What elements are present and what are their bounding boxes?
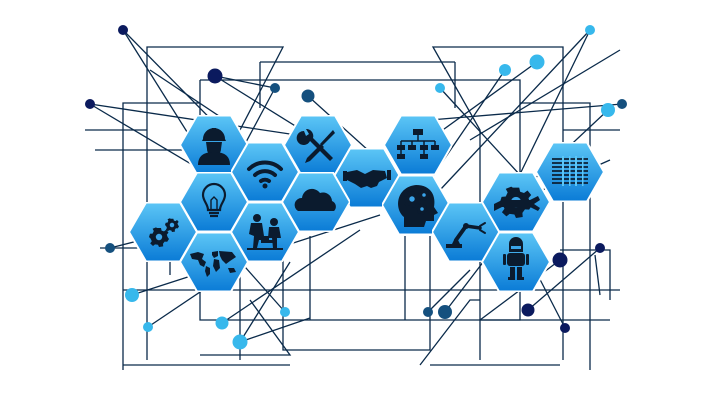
- head-gears-icon: [398, 185, 438, 227]
- node: [585, 25, 595, 35]
- node: [105, 243, 115, 253]
- node: [423, 307, 433, 317]
- node: [301, 89, 315, 103]
- hex-tile-handshake: [333, 148, 401, 208]
- hex-tile-gear-wrench: [482, 172, 550, 232]
- world-map-icon: [190, 251, 236, 277]
- wifi-icon: [247, 160, 283, 189]
- node: [438, 305, 452, 319]
- binary-code-icon: [552, 156, 588, 186]
- hex-tile-wifi: [231, 142, 299, 202]
- people-meeting-icon: [247, 214, 283, 250]
- robot-arm-icon: [446, 222, 486, 248]
- hex-tile-robot: [482, 232, 550, 292]
- node: [215, 316, 229, 330]
- hex-tile-cloud: [282, 172, 350, 232]
- lightbulb-icon: [201, 182, 227, 218]
- hex-tile-worker: [180, 115, 248, 175]
- node: [499, 64, 511, 76]
- node: [595, 243, 605, 253]
- node: [617, 99, 627, 109]
- hard-hat-worker-icon: [198, 128, 230, 165]
- node: [232, 334, 248, 350]
- node: [125, 288, 139, 302]
- org-chart-icon: [397, 129, 439, 159]
- hex-tile-lightbulb: [180, 172, 248, 232]
- node: [85, 99, 95, 109]
- hex-tile-tools: [284, 115, 352, 175]
- node: [280, 307, 290, 317]
- gear-wrench-icon: [494, 186, 540, 218]
- node: [521, 303, 535, 317]
- robot-icon: [503, 237, 529, 280]
- wrench-screwdriver-icon: [296, 128, 335, 163]
- hex-tile-people: [231, 202, 299, 262]
- network-nodes: [85, 25, 627, 350]
- cloud-icon: [294, 188, 336, 211]
- node: [601, 103, 615, 117]
- node: [207, 68, 223, 84]
- node: [143, 322, 153, 332]
- node: [560, 323, 570, 333]
- node: [552, 252, 568, 268]
- hex-tile-world-map: [180, 232, 248, 292]
- hex-tile-org-chart: [384, 115, 452, 175]
- node: [529, 54, 545, 70]
- hex-tile-binary: [536, 142, 604, 202]
- hexagon-grid: [129, 115, 604, 292]
- node: [270, 83, 280, 93]
- node: [118, 25, 128, 35]
- handshake-icon: [343, 170, 391, 188]
- node: [435, 83, 445, 93]
- hex-tile-robot-arm: [432, 202, 500, 262]
- hex-tile-head-gears: [382, 175, 450, 235]
